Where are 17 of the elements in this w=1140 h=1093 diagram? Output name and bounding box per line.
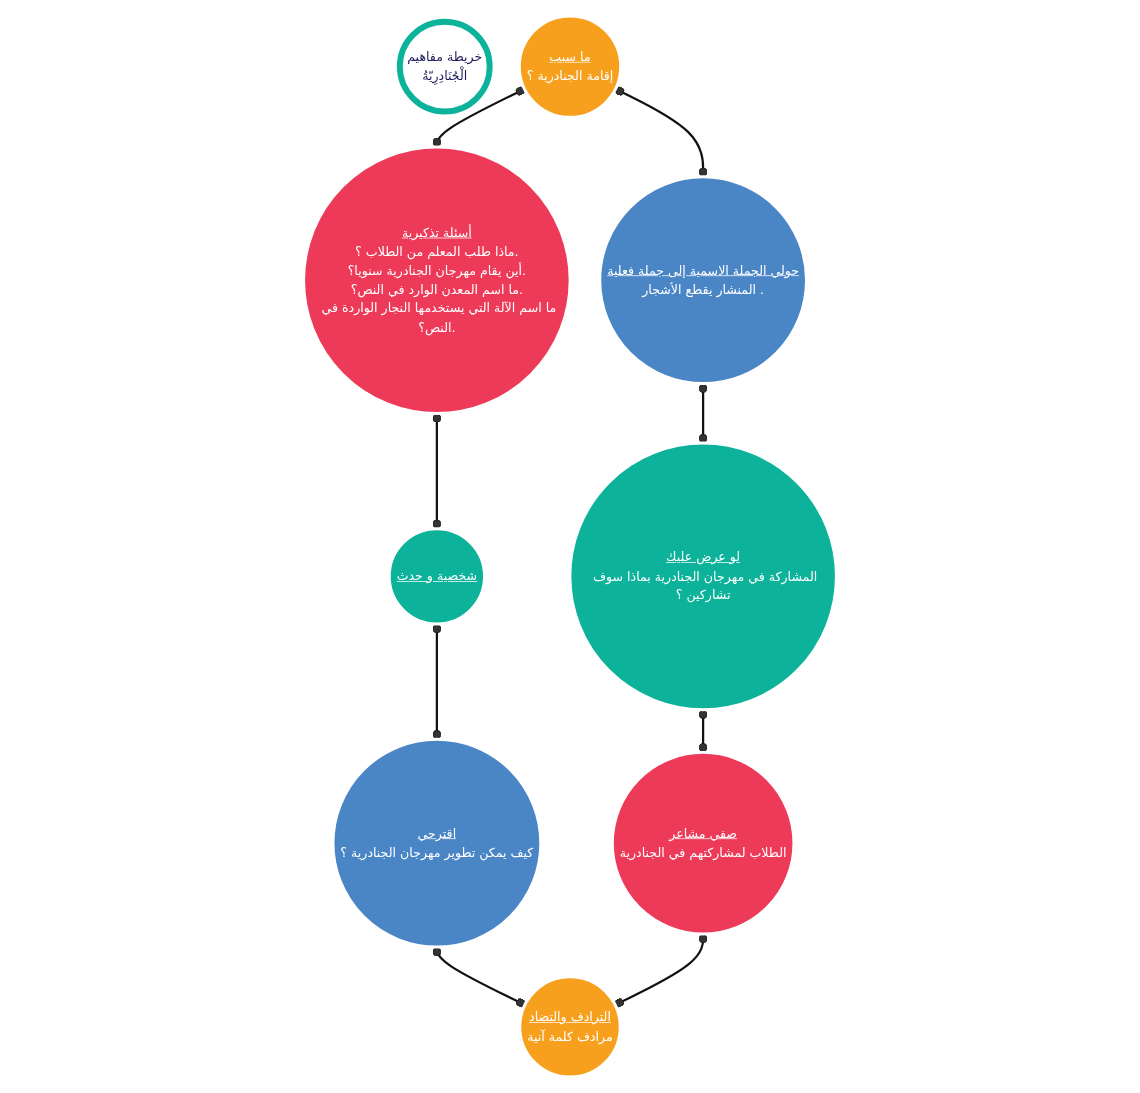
node-circle: أسئلة تذكيرية ماذا طلب المعلم من الطلاب ؟. أين يقام مهرجان الجنادرية سنويا؟. ما اسم المعدن الوارد في النص؟. ما اسم الآلة التي يستخدمها النجار الواردة في النص؟. (302, 145, 572, 415)
connector (614, 933, 708, 1008)
connector (432, 86, 525, 147)
node-circle: اقترحي كيف يمكن تطوير مهرجان الجنادرية ؟ (331, 737, 543, 949)
node-circle: الترادف والتضاد مرادف كلمة آنية (518, 975, 622, 1079)
connector (698, 383, 708, 444)
connector (698, 709, 708, 753)
connector (432, 624, 442, 740)
node-circle: حولي الجملة الاسمية إلى جملة فعلية المنشار يقطع الأشجار . (598, 175, 808, 386)
connector (615, 86, 708, 177)
node-circle: لو عرض عليك المشاركة في مهرجان الجنادرية بماذا سوف تشاركين ؟ (568, 441, 838, 712)
connector (432, 413, 442, 529)
connector (432, 947, 526, 1008)
node-circle: صفي مشاعر الطلاب لمشاركتهم في الجنادرية (610, 750, 796, 936)
node-circle: خريطة مفاهيم الْجُنَادِرِيّةُ (396, 18, 493, 115)
node-circle: ما سبب إقامة الجنادرية ؟ (517, 14, 623, 119)
node-circle: شخصية و حدث (387, 527, 486, 626)
